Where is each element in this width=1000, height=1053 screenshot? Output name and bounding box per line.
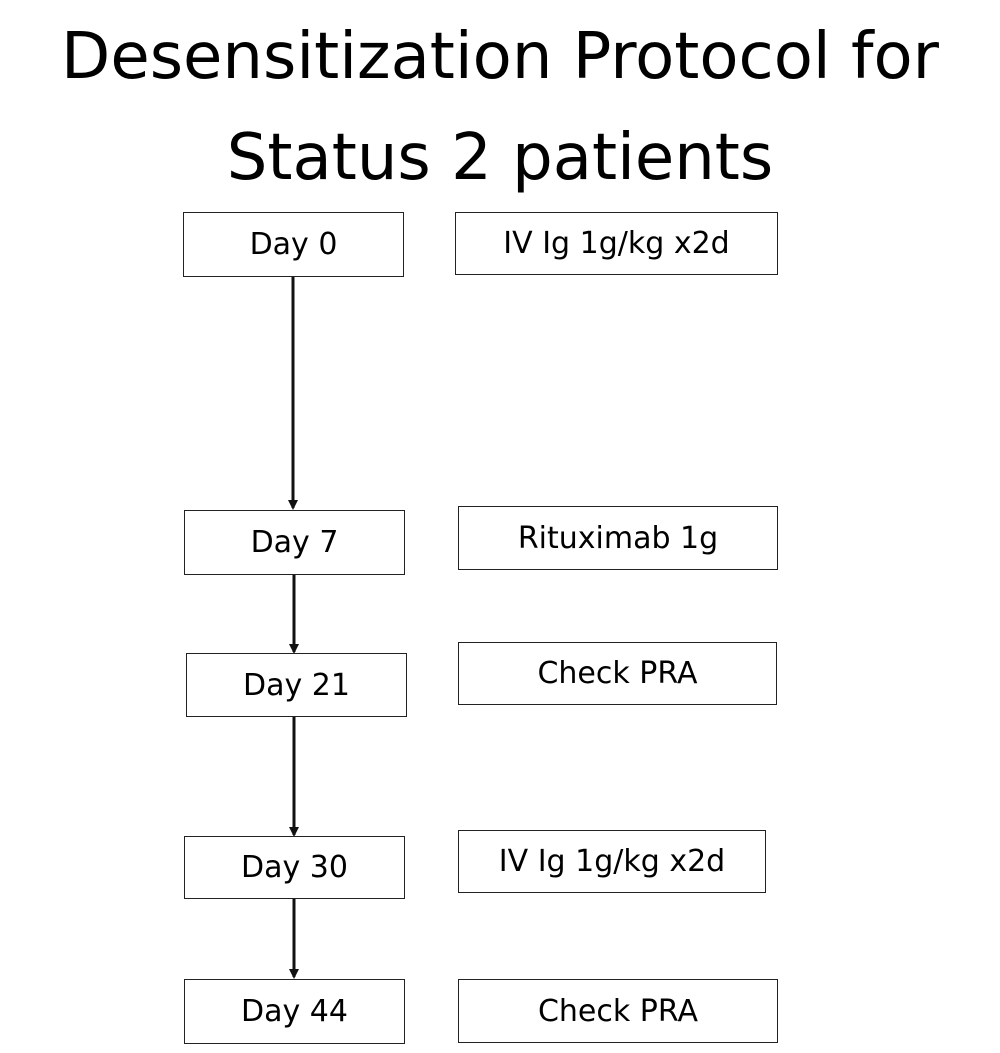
action-label: IV Ig 1g/kg x2d [498, 844, 726, 879]
action-label: Rituximab 1g [517, 520, 719, 556]
day-label: Day 44 [241, 994, 348, 1029]
day-label: Day 30 [241, 850, 348, 885]
day-box-21: Day 21 [186, 653, 407, 717]
day-box-7: Day 7 [184, 510, 405, 575]
action-box-day21: Check PRA [458, 642, 777, 705]
action-label: Check PRA [537, 656, 698, 691]
action-label: Check PRA [537, 993, 699, 1029]
action-box-day7: Rituximab 1g [458, 506, 778, 570]
day-label: Day 0 [249, 227, 338, 262]
day-box-44: Day 44 [184, 979, 405, 1044]
action-box-day30: IV Ig 1g/kg x2d [458, 830, 766, 893]
day-box-0: Day 0 [183, 212, 404, 277]
day-label: Day 21 [243, 667, 350, 703]
diagram-title-line-2: Status 2 patients [226, 121, 774, 195]
action-box-day44: Check PRA [458, 979, 778, 1043]
day-label: Day 7 [250, 525, 339, 560]
action-box-day0: IV Ig 1g/kg x2d [455, 212, 778, 275]
day-box-30: Day 30 [184, 836, 405, 899]
action-label: IV Ig 1g/kg x2d [503, 226, 730, 261]
diagram-title-line-1: Desensitization Protocol for [61, 20, 939, 94]
